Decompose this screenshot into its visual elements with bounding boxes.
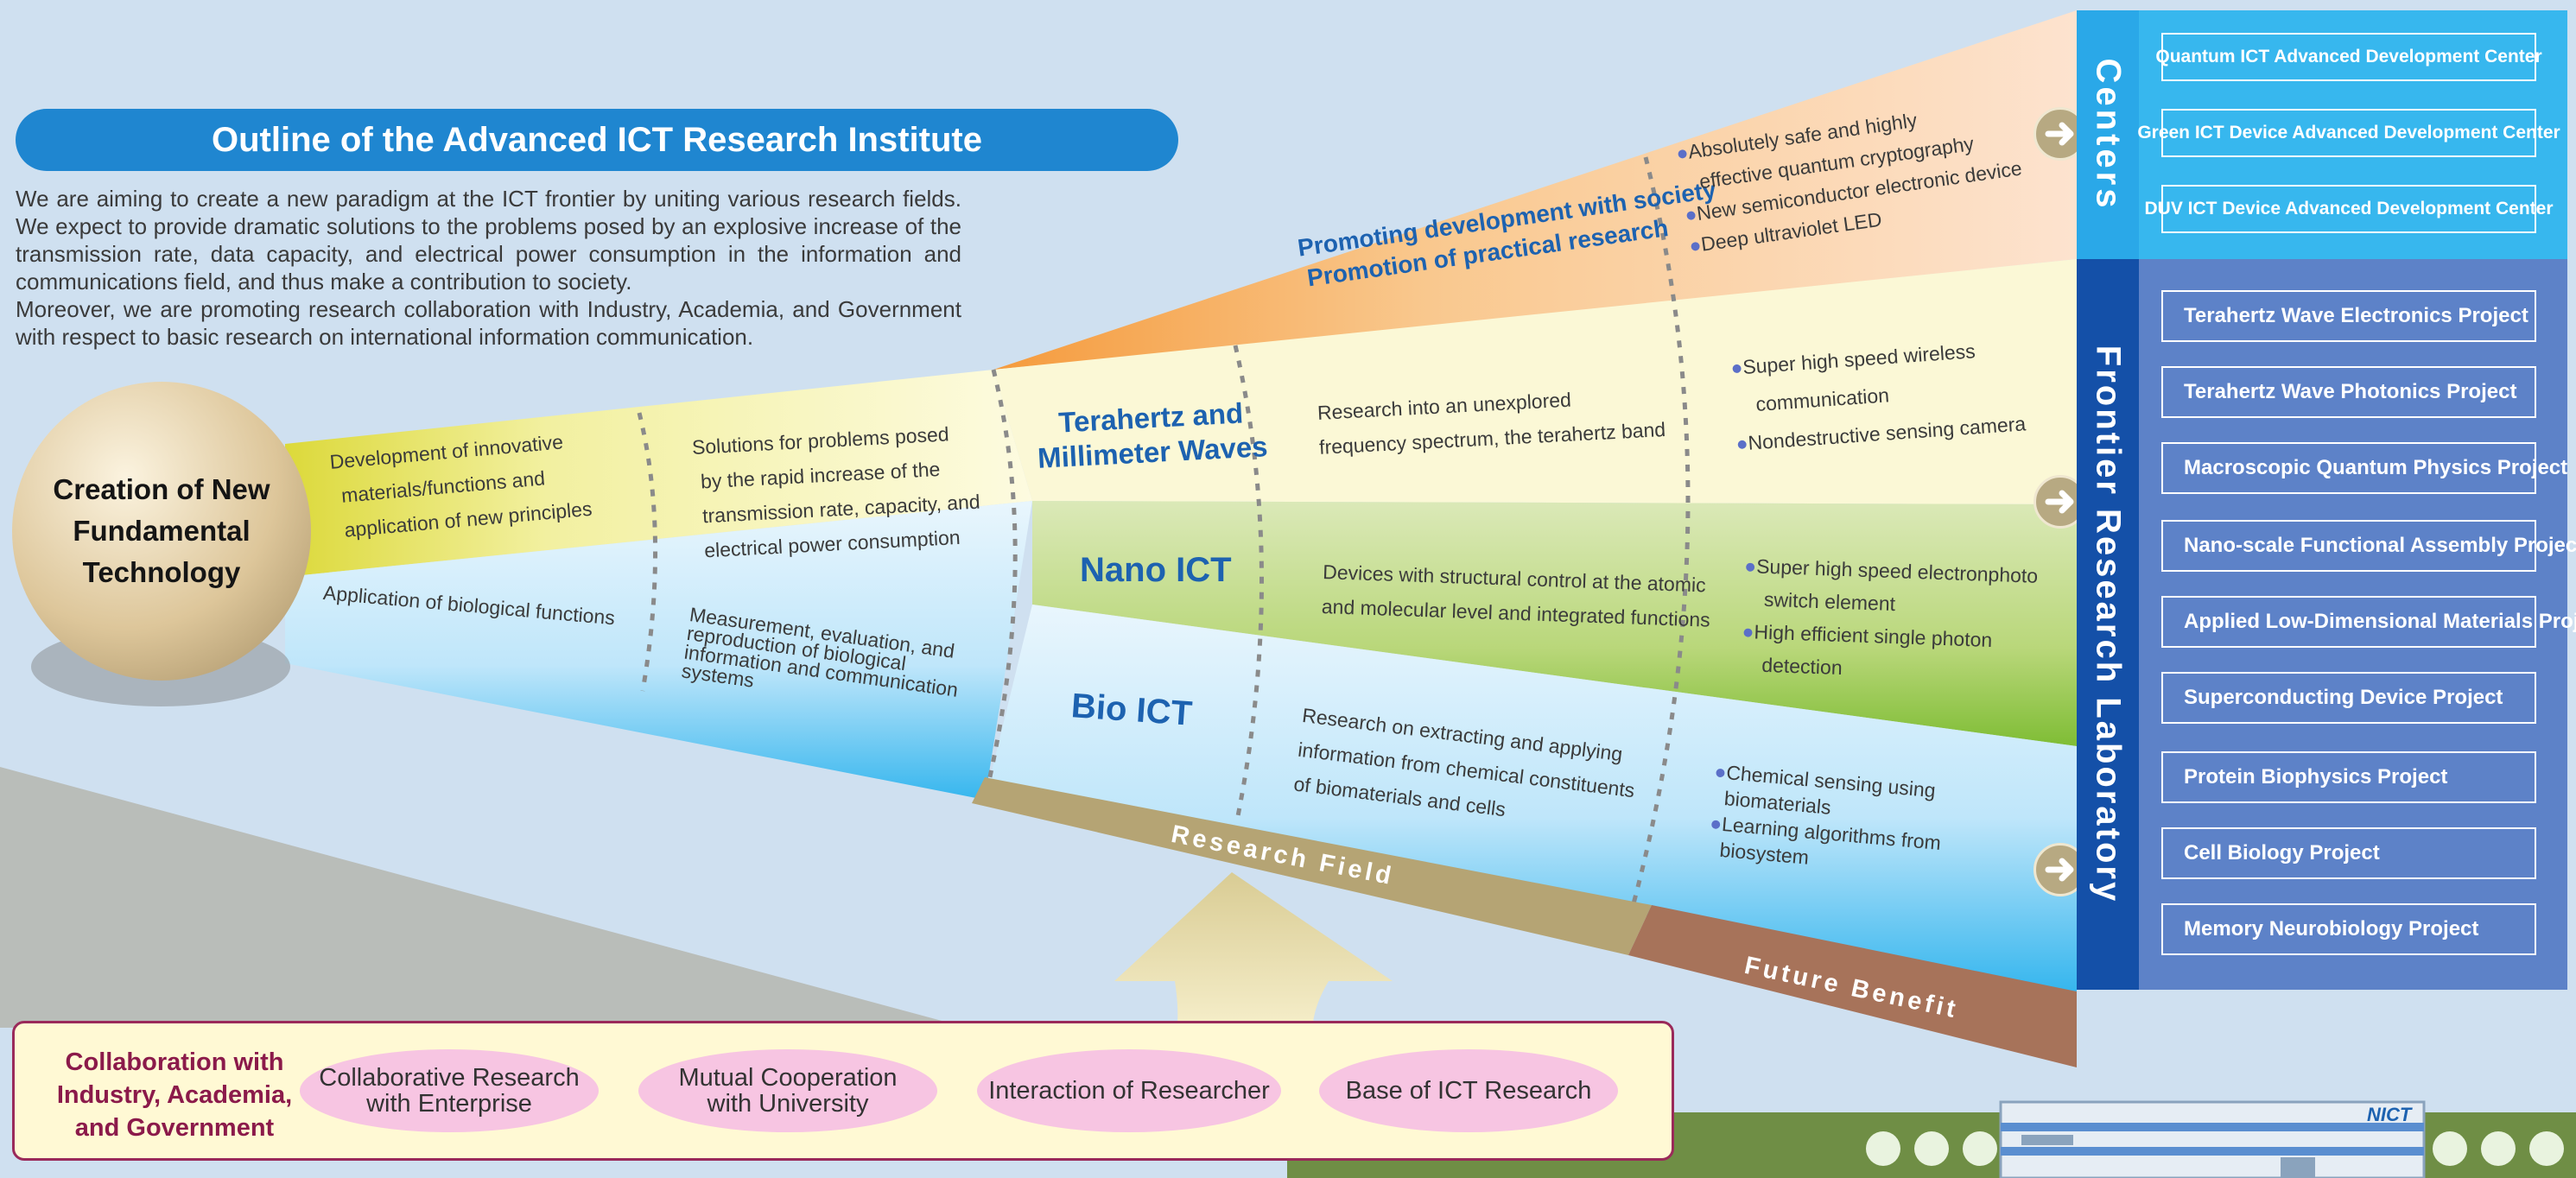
page-title-text: Outline of the Advanced ICT Research Ins… xyxy=(212,120,982,159)
solutions-label: Solutions for problems posed by the rapi… xyxy=(691,415,983,568)
project-item[interactable]: Terahertz Wave Photonics Project xyxy=(2161,366,2536,418)
terahertz-band xyxy=(993,259,2077,504)
collab-item-researcher[interactable]: Interaction of Researcher xyxy=(977,1049,1281,1132)
terahertz-field-label: Terahertz and Millimeter Waves xyxy=(1035,395,1268,476)
nano-field-label: Nano ICT xyxy=(1080,551,1232,589)
collab-item-line: Base of ICT Research xyxy=(1345,1077,1592,1105)
collab-item-line: Mutual Cooperation xyxy=(678,1064,898,1092)
project-item[interactable]: Macroscopic Quantum Physics Project xyxy=(2161,442,2567,494)
collab-item-base[interactable]: Base of ICT Research xyxy=(1319,1049,1618,1132)
tree-icons xyxy=(1866,1131,2564,1166)
centers-band xyxy=(993,10,2077,370)
project-item[interactable]: Nano-scale Functional Assembly Project xyxy=(2161,520,2576,572)
nano-band xyxy=(1032,501,2077,746)
collab-item-line: Collaborative Research xyxy=(319,1064,580,1092)
centers-column-label: Centers xyxy=(2089,58,2128,212)
research-field-strip xyxy=(972,777,1652,955)
materials-band xyxy=(285,370,1032,577)
nano-benefits: ●Super high speed electronphoto switch e… xyxy=(1741,549,2039,691)
bio-band xyxy=(285,501,1032,800)
center-item-duv[interactable]: DUV ICT Device Advanced Development Cent… xyxy=(2144,185,2554,233)
bio-benefits: ●Chemical sensing using biomaterials ●Le… xyxy=(1707,758,1947,882)
collaboration-box: Collaboration with Industry, Academia, a… xyxy=(12,1021,1674,1161)
nano-description: Devices with structural control at the a… xyxy=(1321,554,1712,637)
collab-item-line: with Enterprise xyxy=(366,1090,532,1118)
project-item[interactable]: Memory Neurobiology Project xyxy=(2161,903,2536,955)
collaboration-title-line: Collaboration with xyxy=(65,1048,284,1076)
benefit-text: High efficient single photon xyxy=(1754,620,1993,652)
centers-column: Centers xyxy=(2077,10,2139,259)
future-benefit-strip xyxy=(1628,905,2077,1067)
page-title: Outline of the Advanced ICT Research Ins… xyxy=(16,109,1178,171)
collab-item-line: Interaction of Researcher xyxy=(988,1077,1270,1105)
benefit-text: Super high speed electronphoto xyxy=(1755,554,2039,587)
project-item[interactable]: Terahertz Wave Electronics Project xyxy=(2161,290,2536,342)
frontier-column-label: Frontier Research Laboratory xyxy=(2089,345,2128,904)
bio-field-label: Bio ICT xyxy=(1069,687,1194,733)
collab-item-line: with University xyxy=(707,1090,869,1118)
project-item[interactable]: Cell Biology Project xyxy=(2161,827,2536,879)
core-label: Creation of New Fundamental Technology xyxy=(53,473,270,588)
project-item[interactable]: Protein Biophysics Project xyxy=(2161,751,2536,803)
center-item-green[interactable]: Green ICT Device Advanced Development Ce… xyxy=(2137,109,2560,157)
frontier-column: Frontier Research Laboratory xyxy=(2077,259,2139,990)
frontier-panel xyxy=(2139,259,2567,990)
project-item[interactable]: Superconducting Device Project xyxy=(2161,672,2536,724)
terahertz-benefits: ●Super high speed wireless communication… xyxy=(1729,329,2027,463)
center-item-quantum[interactable]: Quantum ICT Advanced Development Center xyxy=(2155,33,2542,81)
intro-paragraph-1: We are aiming to create a new paradigm a… xyxy=(16,186,961,294)
nict-building-icon xyxy=(1999,1100,2426,1178)
centers-panel xyxy=(2139,10,2567,259)
core-sphere: Creation of New Fundamental Technology xyxy=(12,382,311,681)
collaboration-title-line: Industry, Academia, xyxy=(56,1081,293,1109)
intro-paragraph-2: Moreover, we are promoting research coll… xyxy=(16,296,961,350)
collaboration-title-line: and Government xyxy=(74,1114,275,1142)
project-item[interactable]: Applied Low-Dimensional Materials Projec… xyxy=(2161,596,2576,648)
nict-logo: NICT xyxy=(2367,1104,2412,1125)
bio-ict-band xyxy=(985,605,2077,991)
collaboration-title: Collaboration with Industry, Academia, a… xyxy=(32,1046,317,1144)
intro-text: We are aiming to create a new paradigm a… xyxy=(16,185,961,351)
